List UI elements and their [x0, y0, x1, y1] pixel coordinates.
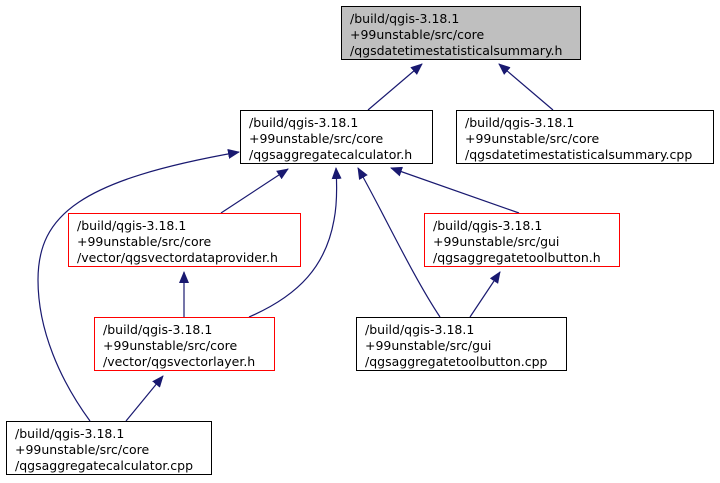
node-line: /qgsaggregatecalculator.h	[249, 147, 413, 162]
node-line: /build/qgis-3.18.1	[465, 115, 575, 130]
node-line: /build/qgis-3.18.1	[249, 115, 359, 130]
node-line: /vector/qgsvectordataprovider.h	[77, 250, 278, 265]
node-line: /build/qgis-3.18.1	[433, 218, 543, 233]
edge-dataprovider_h-to-calculator_h	[220, 168, 289, 214]
node-line: /qgsdatetimestatisticalsummary.h	[350, 43, 563, 58]
node-line: +99unstable/src/core	[465, 131, 600, 146]
node-line: +99unstable/src/core	[15, 442, 150, 457]
node-line: /qgsdatetimestatisticalsummary.cpp	[465, 147, 693, 162]
node-line: /build/qgis-3.18.1	[365, 322, 475, 337]
node-line: +99unstable/src/core	[77, 234, 212, 249]
edge-calculator_cpp-to-vectorlayer_h	[125, 375, 164, 422]
node-line: /build/qgis-3.18.1	[77, 218, 187, 233]
node-aggregate-calculator-cpp[interactable]: /build/qgis-3.18.1 +99unstable/src/core …	[6, 421, 212, 475]
node-aggregate-calculator-h[interactable]: /build/qgis-3.18.1 +99unstable/src/core …	[240, 110, 433, 164]
node-vector-layer-h[interactable]: /build/qgis-3.18.1 +99unstable/src/core …	[94, 317, 275, 371]
node-line: +99unstable/src/core	[350, 27, 485, 42]
node-line: +99unstable/src/core	[103, 338, 238, 353]
edge-toolbutton_cpp-to-toolbutton_h	[469, 271, 501, 318]
node-line: /vector/qgsvectorlayer.h	[103, 354, 256, 369]
node-datetime-statistical-summary-h: /build/qgis-3.18.1 +99unstable/src/core …	[341, 6, 581, 60]
node-line: +99unstable/src/core	[249, 131, 384, 146]
node-line: +99unstable/src/gui	[365, 338, 492, 353]
node-line: /build/qgis-3.18.1	[103, 322, 213, 337]
edge-summary_cpp-to-summary_h	[498, 63, 554, 111]
node-line: /build/qgis-3.18.1	[350, 11, 460, 26]
node-aggregate-tool-button-cpp[interactable]: /build/qgis-3.18.1 +99unstable/src/gui /…	[356, 317, 567, 371]
edge-calculator_cpp-to-calculator_h	[37, 148, 240, 422]
node-line: /qgsaggregatecalculator.cpp	[15, 458, 194, 473]
node-datetime-statistical-summary-cpp[interactable]: /build/qgis-3.18.1 +99unstable/src/core …	[456, 110, 714, 164]
node-aggregate-tool-button-h[interactable]: /build/qgis-3.18.1 +99unstable/src/gui /…	[424, 213, 620, 267]
node-line: /qgsaggregatetoolbutton.h	[433, 250, 601, 265]
node-line: /build/qgis-3.18.1	[15, 426, 125, 441]
edge-vectorlayer_h-to-calculator_h	[248, 167, 342, 318]
node-vector-data-provider-h[interactable]: /build/qgis-3.18.1 +99unstable/src/core …	[68, 213, 301, 267]
edge-calculator_h-to-summary_h	[367, 63, 423, 111]
node-line: +99unstable/src/gui	[433, 234, 560, 249]
edge-toolbutton_h-to-calculator_h	[390, 166, 520, 214]
node-line: /qgsaggregatetoolbutton.cpp	[365, 354, 548, 369]
edge-toolbutton_cpp-to-calculator_h	[357, 167, 441, 318]
